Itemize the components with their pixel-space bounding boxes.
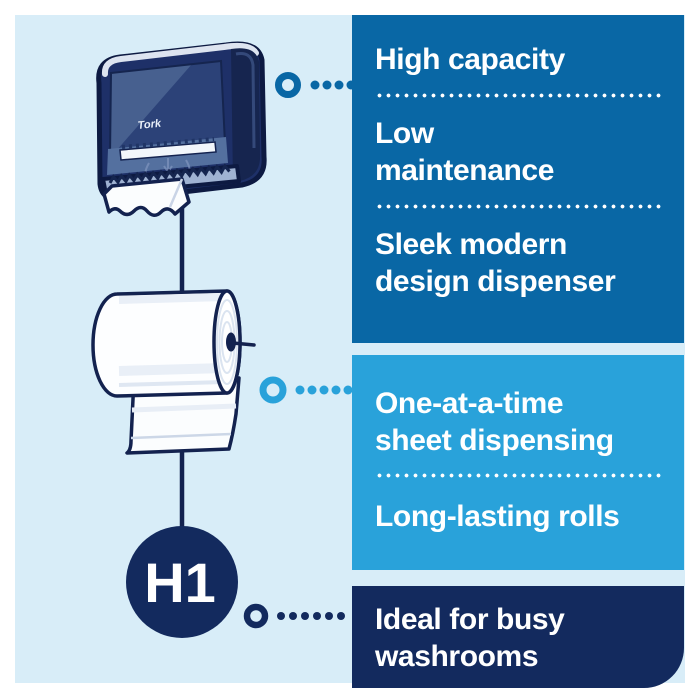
dotted-divider bbox=[375, 93, 662, 98]
roll-hanging-sheet bbox=[125, 376, 241, 455]
connector-bottom bbox=[243, 603, 345, 629]
ring-bullet-icon bbox=[259, 376, 287, 404]
ring-bullet-icon bbox=[275, 72, 301, 98]
feature-sleek-design: Sleek modern design dispenser bbox=[375, 228, 616, 298]
feature-high-capacity: High capacity bbox=[375, 43, 565, 76]
dispenser-side-panel bbox=[231, 48, 261, 182]
paper-roll-illustration bbox=[91, 289, 256, 398]
dispensed-towel bbox=[102, 177, 191, 217]
feature-busy-washrooms: Ideal for busy washrooms bbox=[375, 603, 565, 673]
feature-low-maintenance: Low maintenance bbox=[375, 117, 554, 187]
h1-badge: H1 bbox=[126, 526, 238, 638]
dotted-divider bbox=[375, 204, 662, 209]
serrated-tear-edge bbox=[108, 163, 231, 185]
tork-logo: Tork bbox=[137, 118, 162, 132]
roll-axle-pin bbox=[231, 341, 256, 347]
feature-panel-bottom: Ideal for busy washrooms bbox=[352, 586, 684, 688]
dispenser-top-highlight bbox=[101, 42, 259, 77]
h1-badge-label: H1 bbox=[144, 551, 216, 614]
feature-panel-middle: One-at-a-time sheet dispensing Long-last… bbox=[352, 355, 684, 570]
feature-long-lasting-rolls: Long-lasting rolls bbox=[375, 500, 620, 533]
connector-top bbox=[275, 72, 356, 98]
dotted-divider bbox=[375, 473, 662, 478]
feature-panel-top: High capacity Low maintenance Sleek mode… bbox=[352, 15, 684, 343]
feature-one-at-a-time: One-at-a-time sheet dispensing bbox=[375, 387, 614, 457]
ring-bullet-icon bbox=[243, 603, 269, 629]
dispenser-towel-slot bbox=[119, 141, 217, 161]
connector-middle bbox=[259, 376, 353, 404]
dispenser-illustration: Tork bbox=[96, 41, 267, 217]
